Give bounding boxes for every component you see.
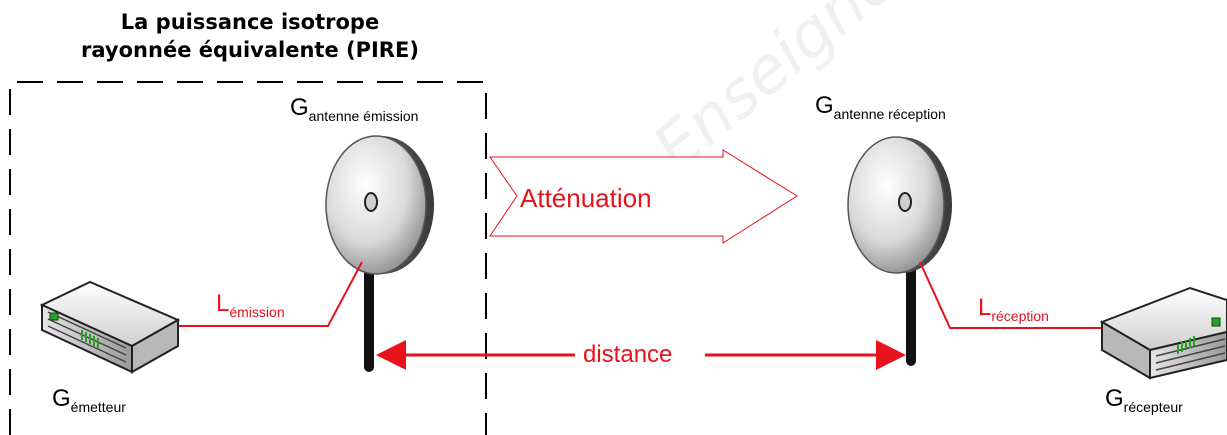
pire-dashed-box: [9, 81, 487, 435]
label-g-recepteur: Grécepteur: [1105, 385, 1183, 415]
attenuation-arrow: [489, 149, 798, 244]
label-g-antenne-reception: Gantenne réception: [815, 92, 946, 122]
router-icon-recepteur: [1099, 286, 1227, 380]
title-line-1: La puissance isotrope: [120, 10, 380, 34]
dish-antenna-emission: [325, 135, 434, 372]
label-l-reception: Lréception: [978, 294, 1049, 324]
label-g-emetteur: Gémetteur: [52, 385, 126, 415]
pire-title: La puissance isotrope rayonnée équivalen…: [60, 8, 440, 64]
label-attenuation: Atténuation: [520, 183, 652, 213]
title-line-2: rayonnée équivalente (PIRE): [81, 38, 419, 62]
cable-emission: [160, 261, 363, 327]
label-distance: distance: [583, 341, 673, 368]
dish-antenna-reception: [847, 136, 952, 366]
cable-reception: [919, 261, 1108, 329]
router-icon-emetteur: [39, 280, 181, 374]
label-l-emission: Lémission: [216, 290, 285, 320]
label-g-antenne-emission: Gantenne émission: [290, 94, 419, 124]
